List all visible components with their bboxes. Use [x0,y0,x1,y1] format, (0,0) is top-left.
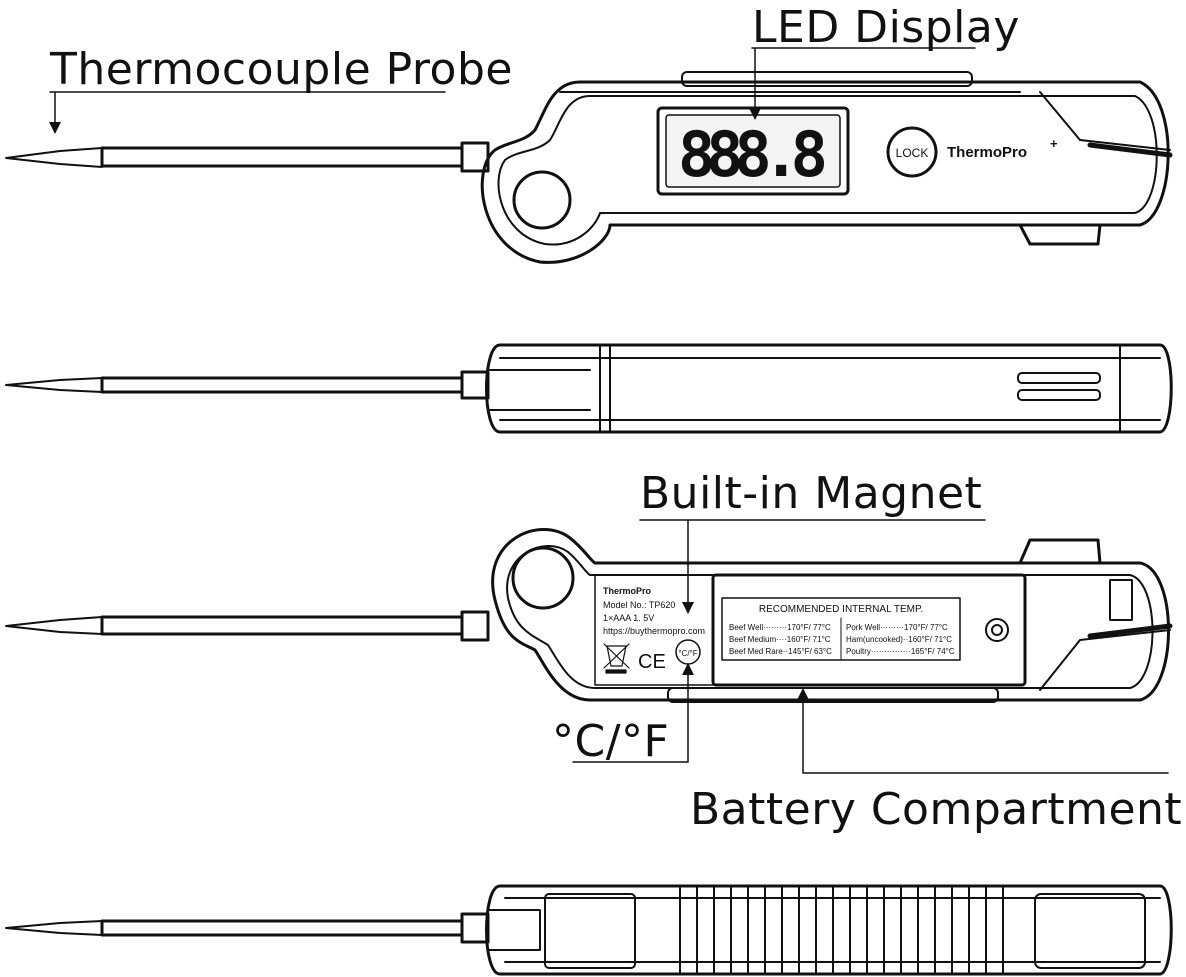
bottom-view [5,884,1173,976]
model-number: Model No.: TP620 [603,600,675,610]
screw-icon [985,618,1009,642]
display-callout: LED Display [752,2,1020,53]
front-brand-plus: + [1050,136,1058,151]
back-view [5,528,1173,703]
body-side [485,343,1173,434]
magnet-callout: Built-in Magnet [640,468,982,519]
temp-row: Pork Well·········170°F/ 77°C [846,623,948,632]
grip-ribs [679,885,1004,975]
lock-button[interactable] [886,126,938,178]
back-brand: ThermoPro [603,586,652,596]
side-view [5,343,1173,434]
temp-row: Beef Medium····160°F/ 71°C [729,635,831,644]
lock-label: LOCK [896,146,929,160]
probe-bottom [5,912,490,944]
leader-lines [49,47,1169,774]
lcd-digits: 888.8 [678,118,828,191]
temp-table [721,597,961,661]
body-back [491,528,1173,703]
front-brand: ThermoPro [947,144,1027,161]
temp-row: Ham(uncooked)··160°F/ 71°C [846,635,952,644]
probe-callout: Thermocouple Probe [49,44,513,95]
temp-row: Beef Med Rare··145°F/ 63°C [729,647,832,656]
unit-switch-callout: °C/°F [552,716,669,767]
unit-button-label: °C/°F [678,649,697,658]
ce-mark: CE [638,651,666,673]
battery-callout: Battery Compartment [690,784,1182,835]
temp-row: Beef Well·········170°F/ 77°C [729,623,831,632]
probe-back [5,610,490,642]
battery-door[interactable] [711,573,1027,687]
front-view [5,71,1173,264]
weee-bin-icon [603,643,630,674]
battery-spec: 1×AAA 1. 5V [603,613,654,623]
body-bottom [485,884,1173,976]
temp-row: Poultry···············165°F/ 74°C [846,647,955,656]
probe-front [5,141,490,173]
temp-table-title: RECOMMENDED INTERNAL TEMP. [759,604,923,615]
probe-side [5,370,490,400]
website-url: https://buythermopro.com [603,626,705,636]
